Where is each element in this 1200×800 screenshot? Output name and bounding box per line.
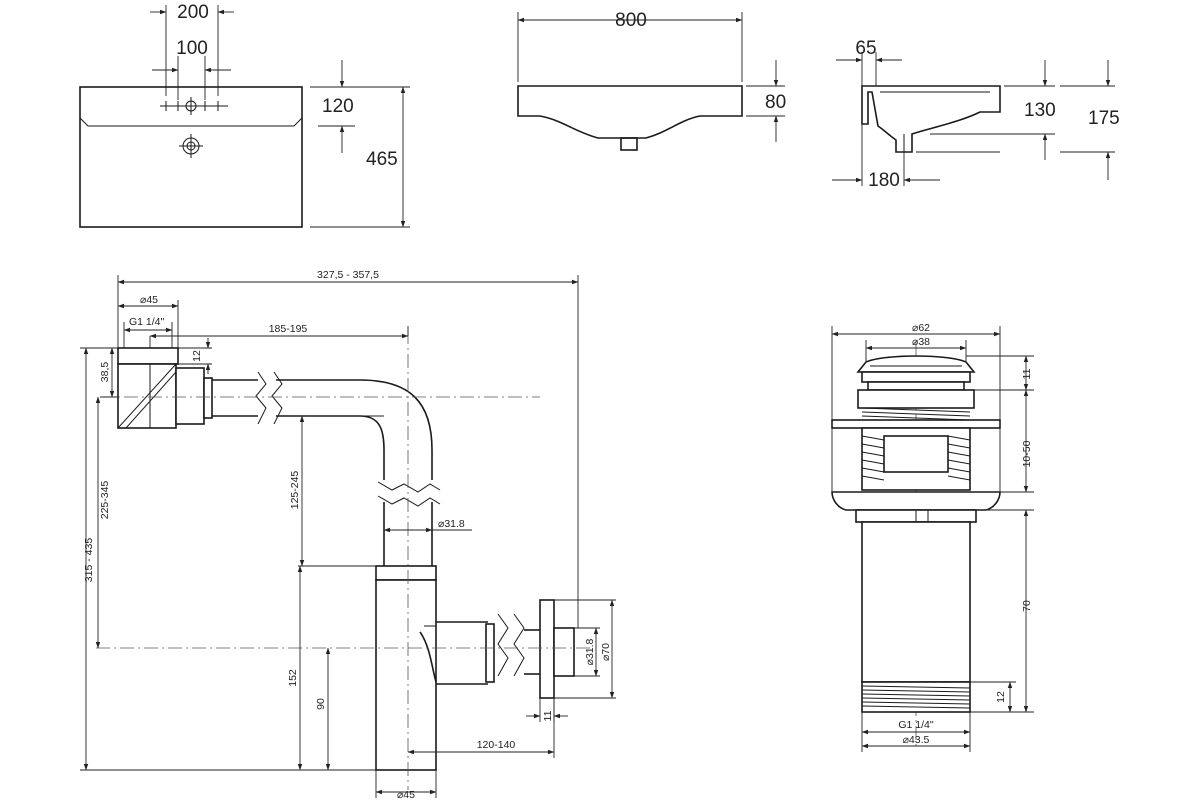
dim-inlet-drop: 225-345 bbox=[95, 396, 111, 649]
siphon-outlet bbox=[436, 599, 575, 699]
basin-front-outline bbox=[517, 85, 743, 139]
dim-text-200: 200 bbox=[177, 2, 209, 23]
valve-bottom-thread bbox=[861, 681, 971, 713]
dim-tap-spread: 200 bbox=[150, 2, 234, 96]
dim-height: 80 bbox=[746, 60, 786, 142]
dim-valve-body-length: 70 bbox=[970, 509, 1034, 713]
dim-valve-cap-dia: ⌀38 bbox=[865, 336, 967, 362]
dim-text-inlet-thread: G1 1/4" bbox=[129, 316, 165, 328]
dim-horizontal-length: 185-195 bbox=[149, 323, 409, 348]
basin-side-outline bbox=[861, 85, 1001, 153]
valve-cap bbox=[856, 355, 976, 391]
dim-text-valve-cap: ⌀38 bbox=[912, 336, 930, 348]
dim-siphon-total-length: 327,5 - 357,5 bbox=[117, 269, 579, 628]
dim-elbow-height: 38,5 bbox=[99, 347, 118, 398]
dim-outlet-dias: ⌀31.8 ⌀70 bbox=[554, 599, 616, 699]
drain-hole bbox=[179, 134, 203, 158]
valve-upper-thread bbox=[831, 389, 1001, 491]
siphon-body bbox=[375, 565, 437, 771]
dim-depth: 465 bbox=[310, 86, 410, 228]
dim-pipe-dia: ⌀31.8 bbox=[383, 518, 472, 533]
dim-hole-offset: 120 bbox=[318, 60, 355, 153]
dim-text-nut: 12 bbox=[191, 350, 203, 362]
dim-width: 800 bbox=[517, 10, 743, 82]
dim-text-bottom-dia: ⌀45 bbox=[397, 789, 415, 800]
dim-outlet-height: 152 bbox=[287, 565, 303, 771]
dim-rim: 65 bbox=[836, 38, 902, 86]
dim-text-180: 180 bbox=[868, 170, 900, 191]
dim-text-90: 90 bbox=[315, 698, 327, 710]
basin-top-view: 200 100 120 465 bbox=[79, 2, 410, 228]
basin-front-view: 800 80 bbox=[517, 10, 786, 151]
dim-text-outlet-pipe-dia: ⌀31.8 bbox=[584, 638, 596, 665]
dim-valve-thread-range: 10-50 bbox=[1000, 389, 1034, 493]
dim-text-800: 800 bbox=[615, 10, 647, 31]
dim-text-inlet-drop: 225-345 bbox=[99, 481, 111, 520]
basin-side-view: 65 130 175 180 bbox=[832, 38, 1120, 191]
dim-text-465: 465 bbox=[366, 149, 398, 170]
siphon-drawing: 327,5 - 357,5 ⌀45 G1 1/4" 185-195 bbox=[80, 269, 616, 800]
dim-text-130: 130 bbox=[1024, 100, 1056, 121]
dim-nut-height: 12 bbox=[178, 338, 212, 374]
dim-text-valve-thread-range: 10-50 bbox=[1021, 440, 1033, 467]
dim-tap-holes: 100 bbox=[152, 38, 231, 100]
dim-text-horizontal: 185-195 bbox=[269, 323, 308, 335]
basin-bowl-edge bbox=[79, 117, 303, 127]
dim-text-120: 120 bbox=[322, 96, 354, 117]
dim-text-valve-bottom-thread: 12 bbox=[995, 691, 1007, 703]
dim-vertical-length: 125-245 bbox=[289, 415, 384, 567]
dim-text-total-length: 327,5 - 357,5 bbox=[317, 269, 379, 281]
dim-text-valve-bottom-dia: ⌀43.5 bbox=[903, 734, 930, 746]
dim-valve-bottom-thread: 12 bbox=[970, 681, 1016, 713]
dim-valve-cap-height: 11 bbox=[966, 355, 1034, 391]
siphon-vertical-pipe bbox=[377, 481, 441, 566]
dim-text-outer-height: 315 - 435 bbox=[83, 538, 95, 583]
dim-text-valve-cap-height: 11 bbox=[1021, 368, 1033, 379]
dim-valve-bottom-dia: ⌀43.5 bbox=[861, 734, 971, 749]
dim-text-65: 65 bbox=[855, 38, 876, 59]
dim-bottom-dia: ⌀45 bbox=[375, 770, 437, 800]
dim-text-vertical: 125-245 bbox=[289, 471, 301, 510]
dim-drain-offset: 180 bbox=[832, 124, 940, 191]
dim-inlet-thread: G1 1/4" bbox=[123, 316, 173, 348]
dim-text-175: 175 bbox=[1088, 108, 1120, 129]
dim-bowl-depth: 130 bbox=[930, 60, 1056, 160]
dim-valve-flange-dia: ⌀62 bbox=[831, 322, 1001, 492]
dim-text-inlet-dia: ⌀45 bbox=[140, 294, 158, 306]
dim-text-flange-dia: ⌀70 bbox=[600, 643, 612, 661]
dim-outlet-center: 90 bbox=[315, 647, 331, 771]
dim-inlet-dia: ⌀45 bbox=[117, 294, 179, 348]
dim-text-valve-thread: G1 1/4" bbox=[898, 719, 934, 731]
basin-outline bbox=[79, 86, 303, 228]
basin-front-drain bbox=[620, 137, 638, 151]
drain-valve-drawing: ⌀62 ⌀38 11 10-50 70 bbox=[831, 322, 1034, 752]
tap-holes bbox=[160, 97, 228, 115]
dim-text-80: 80 bbox=[765, 92, 786, 113]
siphon-horizontal-pipe bbox=[212, 371, 433, 480]
dim-text-elbow: 38,5 bbox=[99, 362, 111, 383]
siphon-inlet bbox=[117, 347, 213, 429]
dim-flange-thickness: 11 bbox=[526, 698, 568, 722]
dim-text-outlet-length: 120-140 bbox=[477, 739, 516, 751]
dim-text-152: 152 bbox=[287, 669, 299, 687]
dim-text-100: 100 bbox=[176, 38, 208, 59]
dim-text-valve-flange: ⌀62 bbox=[912, 322, 930, 334]
dim-text-flange-thickness: 11 bbox=[542, 710, 554, 721]
dim-outlet-length: 120-140 bbox=[407, 698, 555, 758]
valve-lower-flange bbox=[831, 491, 1001, 523]
dim-total-height: 175 bbox=[916, 60, 1120, 180]
dim-text-valve-body: 70 bbox=[1021, 600, 1033, 612]
dim-text-pipe-dia: ⌀31.8 bbox=[438, 518, 465, 530]
valve-body bbox=[861, 521, 971, 683]
